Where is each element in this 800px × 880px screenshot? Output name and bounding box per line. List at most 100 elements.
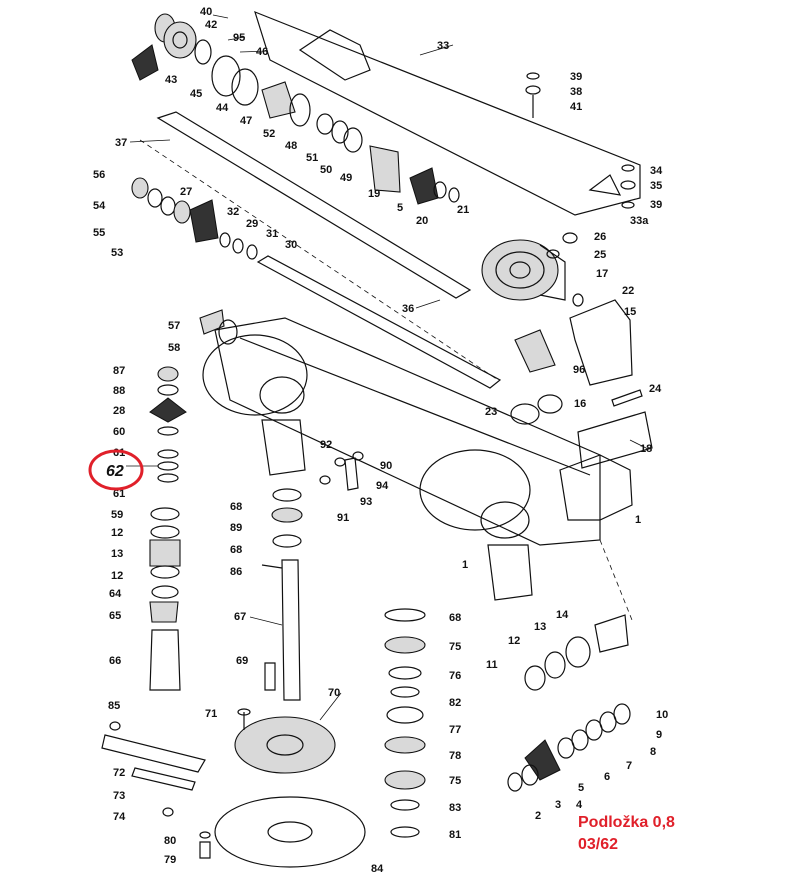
part-label: 66 (109, 655, 121, 667)
gearbox-top-parts (131, 13, 460, 205)
part-label: 17 (596, 268, 608, 280)
note-line-2: 03/62 (578, 836, 619, 853)
leader-lines (126, 14, 649, 721)
part-label: 11 (486, 659, 498, 671)
part-label: 37 (115, 137, 127, 149)
highlight-circle (88, 449, 144, 491)
part-label: 85 (108, 700, 120, 712)
part-label: 23 (485, 406, 497, 418)
part-label: 71 (205, 708, 217, 720)
part-label: 93 (360, 496, 372, 508)
shafts (139, 111, 502, 389)
part-label: 60 (113, 426, 125, 438)
part-label: 51 (306, 152, 318, 164)
part-label: 7 (626, 760, 632, 772)
part-label: 96 (573, 364, 585, 376)
part-label: 39 (650, 199, 662, 211)
part-label: 33a (630, 215, 649, 227)
shaft-18 (577, 389, 653, 469)
part-label: 80 (164, 835, 176, 847)
part-label: 50 (320, 164, 332, 176)
part-labels: 40 42 95 46 43 45 44 47 52 48 51 50 49 1… (93, 6, 668, 875)
part-label: 13 (111, 548, 123, 560)
note-line-1: Podložka 0,8 (578, 814, 675, 831)
part-label: 55 (93, 227, 105, 239)
bracket-15 (510, 293, 633, 425)
disc-hub-70 (234, 708, 336, 774)
part-label: 16 (574, 398, 586, 410)
part-label: 56 (93, 169, 105, 181)
housing-plate-33 (254, 10, 641, 216)
part-label: 39 (570, 71, 582, 83)
part-label: 88 (113, 385, 125, 397)
part-label: 10 (656, 709, 668, 721)
part-label: 89 (230, 522, 242, 534)
pulley-17 (481, 232, 578, 301)
part-label-62-highlight: 62 (106, 463, 124, 480)
part-label: 20 (416, 215, 428, 227)
part-label: 1 (462, 559, 468, 571)
part-label: 9 (656, 729, 662, 741)
part-label: 90 (380, 460, 392, 472)
part-label: 19 (368, 188, 380, 200)
part-label: 46 (256, 46, 268, 58)
part-label: 70 (328, 687, 340, 699)
part-label: 44 (216, 102, 229, 114)
part-label: 12 (111, 527, 123, 539)
part-label: 59 (111, 509, 123, 521)
part-label: 12 (508, 635, 520, 647)
part-label: 77 (449, 724, 461, 736)
part-label: 47 (240, 115, 252, 127)
part-label: 34 (650, 165, 663, 177)
part-label: 27 (180, 186, 192, 198)
part-label: 52 (263, 128, 275, 140)
part-label: 15 (624, 306, 636, 318)
part-label: 30 (285, 239, 297, 251)
part-label: 68 (230, 544, 242, 556)
part-label: 82 (449, 697, 461, 709)
spindle-stack-center (261, 488, 303, 701)
part-label: 13 (534, 621, 546, 633)
part-label: 75 (449, 641, 461, 653)
spindle-stack-left (149, 309, 238, 691)
part-label: 91 (337, 512, 349, 524)
part-label: 84 (371, 863, 384, 875)
part-label: 87 (113, 365, 125, 377)
part-label: 40 (200, 6, 212, 18)
part-label: 79 (164, 854, 176, 866)
bolt-set-mid (319, 451, 364, 491)
part-label: 61 (113, 488, 125, 500)
part-label: 18 (640, 443, 652, 455)
part-label: 8 (650, 746, 656, 758)
knife-parts (101, 721, 366, 868)
part-label: 38 (570, 86, 582, 98)
part-label: 64 (109, 588, 122, 600)
part-label: 36 (402, 303, 414, 315)
part-label: 4 (576, 799, 583, 811)
part-label: 29 (246, 218, 258, 230)
part-label: 1 (635, 514, 641, 526)
part-label: 21 (457, 204, 469, 216)
part-label: 12 (111, 570, 123, 582)
part-label: 65 (109, 610, 121, 622)
part-label: 41 (570, 101, 582, 113)
part-label: 43 (165, 74, 177, 86)
part-label: 42 (205, 19, 217, 31)
part-label: 74 (113, 811, 126, 823)
part-label: 5 (397, 202, 403, 214)
washer-62 (157, 461, 179, 471)
part-label: 86 (230, 566, 242, 578)
part-label: 81 (449, 829, 461, 841)
cutter-bar-frame (202, 317, 633, 621)
part-label: 58 (168, 342, 180, 354)
gear-stack-lower-right (507, 614, 631, 792)
part-label: 92 (320, 439, 332, 451)
part-label: 76 (449, 670, 461, 682)
part-label: 73 (113, 790, 125, 802)
part-label: 28 (113, 405, 125, 417)
part-label: 53 (111, 247, 123, 259)
part-label: 22 (622, 285, 634, 297)
part-label: 26 (594, 231, 606, 243)
part-label: 57 (168, 320, 180, 332)
